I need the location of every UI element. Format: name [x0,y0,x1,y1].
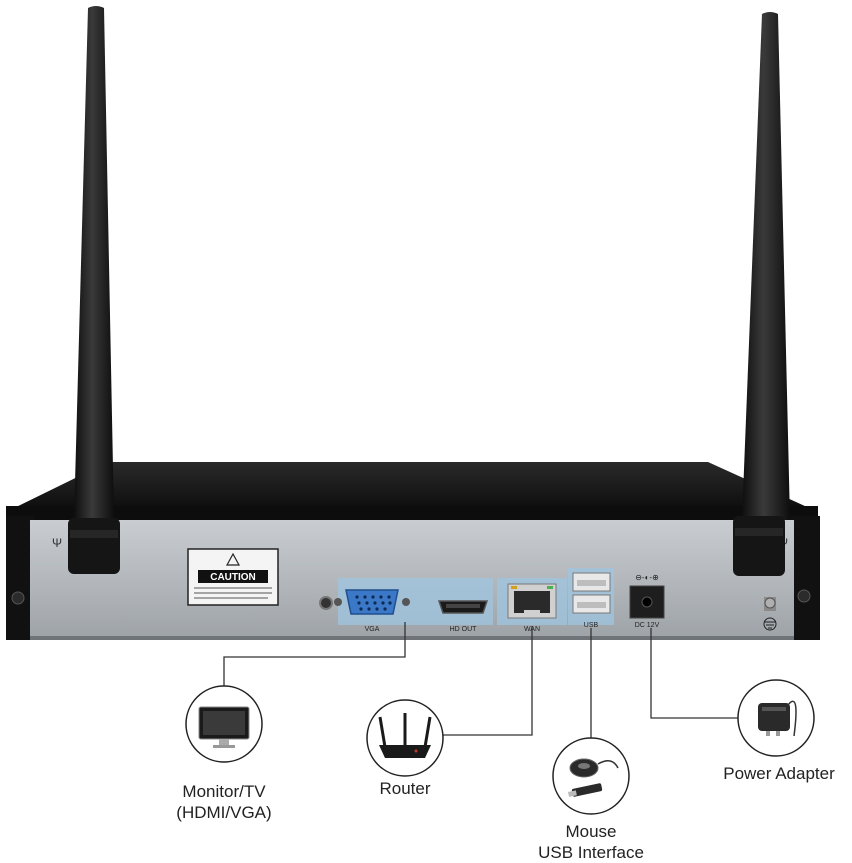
cable-power [650,628,739,719]
usb-ports [572,572,611,614]
svg-text:⊖-◐-⊕: ⊖-◐-⊕ [635,573,659,582]
mouse-label-line1: Mouse [565,822,617,841]
usb-port-label: USB [584,622,599,629]
mouse-label-line2: USB Interface [538,843,644,862]
monitor-label: Monitor/TV (HDMI/VGA) [164,781,284,823]
cable-router [442,626,533,736]
connection-cables [223,622,739,738]
router-label-line1: Router [379,779,431,798]
mouse-label: Mouse USB Interface [526,821,656,863]
power-adapter-label: Power Adapter [712,763,846,784]
ground-terminal [763,597,777,631]
antenna-left [68,6,120,574]
screw-right-icon [797,589,811,603]
dc-power-port: ⊖-◐-⊕ [629,573,665,619]
cable-monitor [223,622,406,688]
monitor-label-line2: (HDMI/VGA) [176,803,272,822]
caution-label: CAUTION [187,548,279,606]
screw-left-icon [11,591,25,605]
antenna-right [733,12,790,576]
power-adapter-icon [737,679,815,757]
audio-jack [319,596,333,610]
router-label: Router [355,778,455,799]
monitor-icon [185,685,263,763]
monitor-label-line1: Monitor/TV [182,782,266,801]
hdmi-port [437,600,489,614]
caution-text: CAUTION [210,572,256,583]
vga-port [334,589,410,615]
mouse-icon [552,737,630,815]
power-adapter-label-line1: Power Adapter [723,764,835,783]
wan-port [507,583,557,619]
router-icon [366,699,444,777]
wifi-left-icon: Ψ [52,536,62,550]
dc-port-label: DC 12V [635,622,660,629]
hdmi-port-label: HD OUT [450,626,478,633]
vga-port-label: VGA [365,626,380,633]
